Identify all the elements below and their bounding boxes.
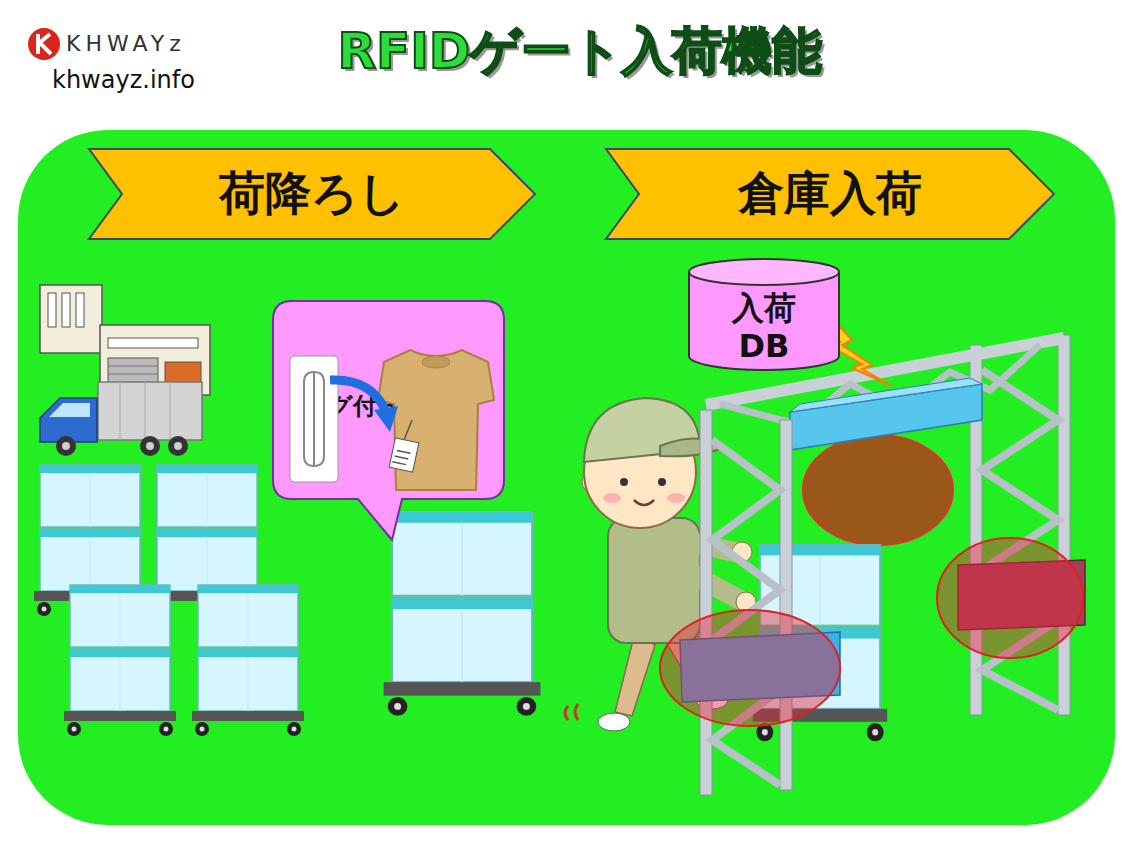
node-text: 荷降ろし [219, 166, 405, 221]
site-url: khwayz.info [52, 66, 195, 94]
database-cylinder: 入荷 DB [688, 258, 840, 370]
logo-wordmark: KHWAYz [66, 31, 186, 56]
step-chevron: 倉庫入荷 [605, 148, 1055, 240]
node-text: タグ付き下げ札 [303, 392, 475, 421]
diagram-title: RFIDゲート入荷機能 [240, 18, 920, 85]
callout-bubble: タグ付き下げ札 [272, 300, 505, 500]
node-text: 入荷 DB [714, 289, 814, 366]
node-text: 倉庫入荷 [738, 166, 922, 221]
step-chevron: 荷降ろし [88, 148, 536, 240]
